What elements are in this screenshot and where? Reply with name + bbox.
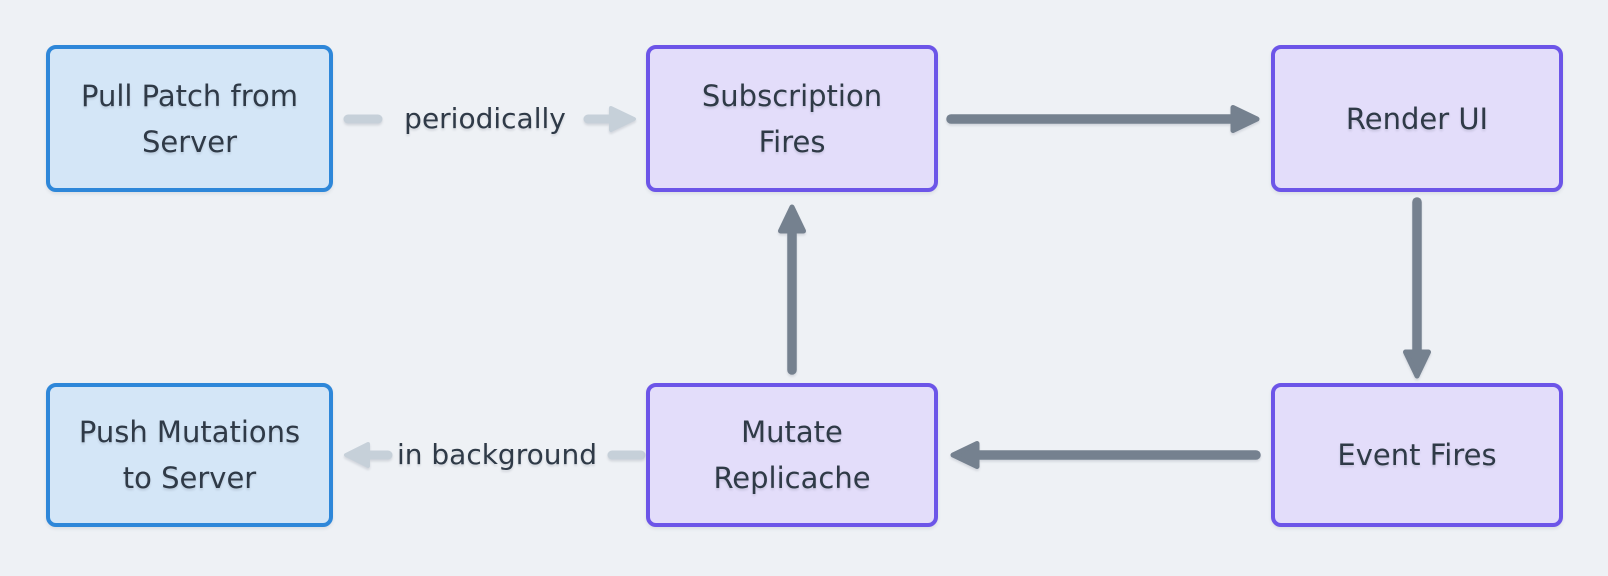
arrowhead-left-icon [950, 441, 980, 469]
node-label-line: Mutate [741, 415, 843, 449]
node-label-line: Replicache [713, 461, 871, 495]
node-pull-patch-from-server: Pull Patch from Server [46, 45, 333, 192]
edge-mutate-to-subscription [778, 204, 806, 375]
node-label-line: to Server [122, 461, 257, 495]
arrowhead-right-icon [1230, 105, 1260, 133]
node-render-ui: Render UI [1271, 45, 1563, 192]
edge-render-ui-to-event-fires [1403, 197, 1431, 379]
node-subscription-fires: Subscription Fires [646, 45, 938, 192]
node-label-line: Event Fires [1337, 438, 1497, 472]
node-label-line: Subscription [701, 78, 883, 113]
node-mutate-replicache: Mutate Replicache [646, 383, 938, 527]
edge-label-in-background: in background [396, 438, 598, 471]
node-label-line: Push Mutations [78, 415, 301, 449]
node-push-mutations-to-server: Push Mutations to Server [46, 383, 333, 527]
node-label-line: Render UI [1345, 101, 1489, 136]
arrowhead-down-icon [1403, 349, 1431, 379]
node-label-line: Pull Patch from [80, 78, 299, 113]
arrowhead-right-icon [609, 106, 636, 132]
node-event-fires: Event Fires [1271, 383, 1563, 527]
node-label-line: Fires [758, 124, 826, 159]
edge-label-periodically: periodically [404, 102, 566, 135]
edge-event-fires-to-mutate [950, 441, 1261, 469]
node-label-line: Server [141, 124, 238, 159]
arrowhead-left-icon [344, 442, 370, 468]
edge-subscription-to-render-ui [946, 105, 1260, 133]
arrowhead-up-icon [778, 204, 806, 234]
